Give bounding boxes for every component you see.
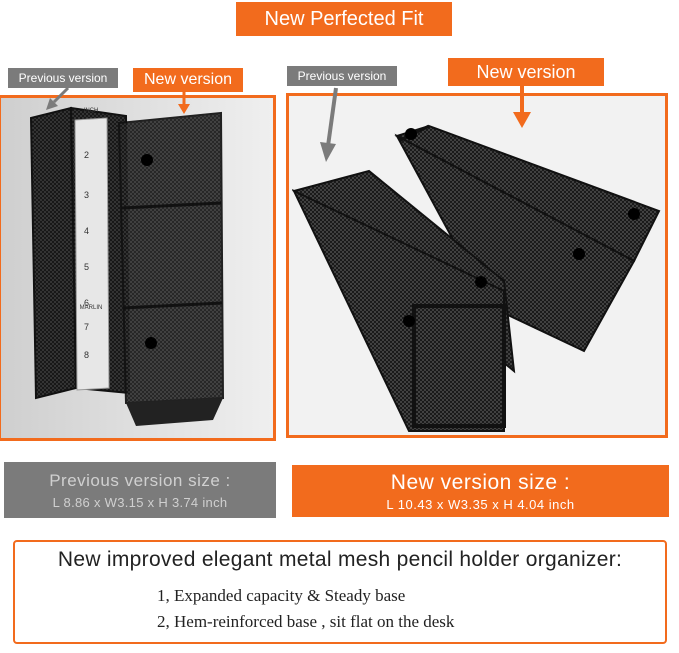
title-text: New Perfected Fit xyxy=(264,7,424,30)
new-size-dims: L 10.43 x W3.35 x H 4.04 inch xyxy=(386,496,575,512)
left-new-version-tag: New version xyxy=(133,68,243,92)
new-size-title: New version size : xyxy=(390,470,571,494)
previous-size-title: Previous version size : xyxy=(49,470,231,490)
features-heading: New improved elegant metal mesh pencil h… xyxy=(57,548,623,571)
right-photo-illustration xyxy=(289,96,665,435)
features-box: New improved elegant metal mesh pencil h… xyxy=(13,540,667,644)
left-new-arrow-icon xyxy=(178,90,190,114)
previous-size-dims: L 8.86 x W3.15 x H 3.74 inch xyxy=(52,494,228,510)
right-previous-version-tag: Previous version xyxy=(287,66,397,86)
left-previous-version-tag: Previous version xyxy=(8,68,118,88)
new-size-box: New version size : L 10.43 x W3.35 x H 4… xyxy=(292,465,669,517)
right-new-arrow-icon xyxy=(513,84,531,128)
ruler-mark: 6 xyxy=(84,298,90,308)
right-new-version-tag: New version xyxy=(448,58,604,86)
previous-size-box: Previous version size : L 8.86 x W3.15 x… xyxy=(4,462,276,518)
feature-item: 2, Hem-reinforced base , sit flat on the… xyxy=(157,612,455,631)
title-banner: New Perfected Fit xyxy=(236,2,452,36)
left-comparison-photo xyxy=(0,95,276,441)
right-previous-arrow-icon xyxy=(320,87,338,162)
ruler-mark: 5 xyxy=(84,262,90,272)
ruler-unit-label: INCH xyxy=(83,108,99,114)
ruler-mark: 4 xyxy=(84,226,90,236)
ruler-brand-label: MARLIN xyxy=(79,305,103,311)
left-previous-arrow-icon xyxy=(46,86,70,110)
ruler-mark: 7 xyxy=(84,322,90,332)
feature-item: 1, Expanded capacity & Steady base xyxy=(157,586,406,605)
ruler-mark: 8 xyxy=(84,350,90,360)
ruler-mark: 3 xyxy=(84,190,90,200)
right-comparison-photo xyxy=(286,93,668,438)
ruler-mark: 2 xyxy=(84,150,90,160)
left-photo-illustration xyxy=(1,98,273,438)
